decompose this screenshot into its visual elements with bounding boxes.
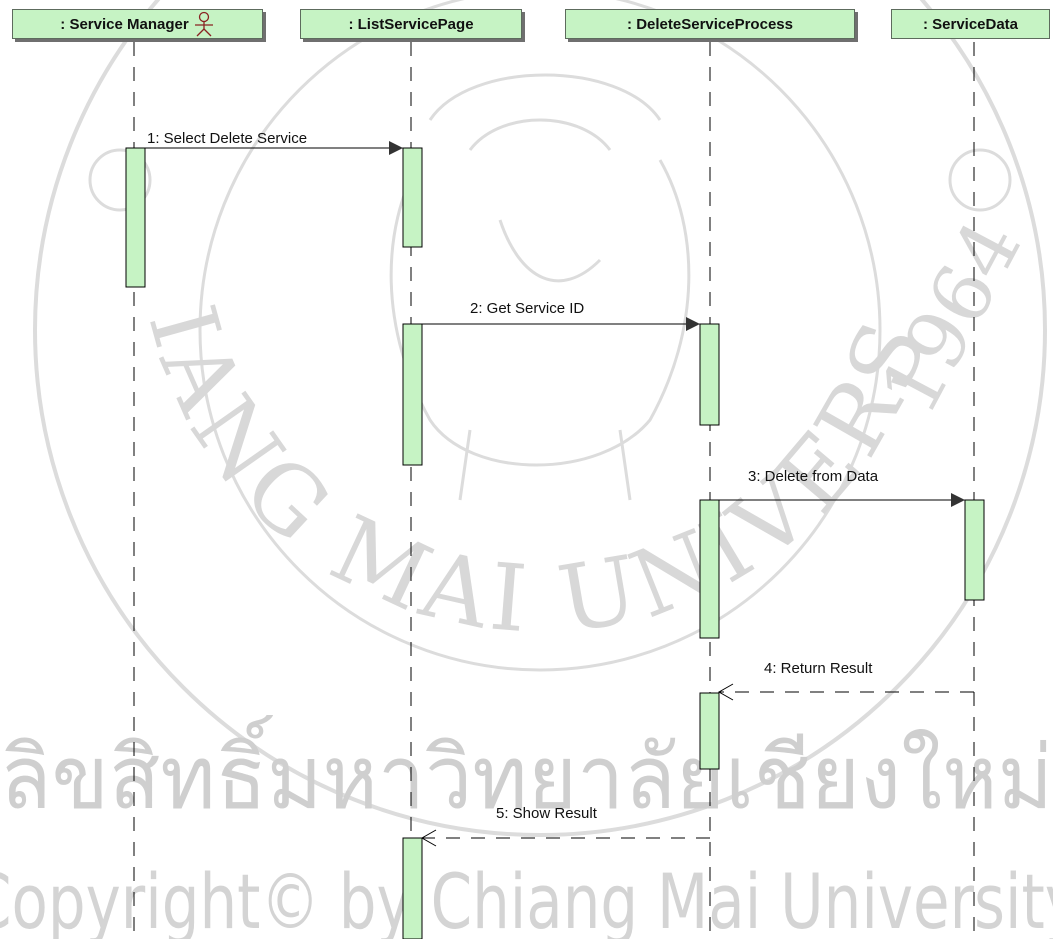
lifeline-header-service-manager: : Service Manager <box>12 9 263 39</box>
message-2-arrowhead <box>686 317 700 331</box>
watermark-thai-line: ลิขสิทธิ์มหาวิทยาลัยเชียงใหม่ <box>0 715 1053 829</box>
lifeline-label-service-manager: : Service Manager <box>60 15 189 33</box>
lifeline-label-service-data: : ServiceData <box>922 15 1019 33</box>
lifeline-header-delete-service-process: : DeleteServiceProcess <box>565 9 855 39</box>
message-5-arrowhead <box>420 829 437 847</box>
activation-service-data <box>964 499 985 601</box>
message-1-label: 1: Select Delete Service <box>147 130 307 147</box>
lifeline-header-service-data: : ServiceData <box>891 9 1050 39</box>
activation-service-manager <box>125 147 146 288</box>
watermark-copyright-line: Copyright© by Chiang Mai University <box>0 857 1053 939</box>
activation-list-service-page-3 <box>402 837 423 939</box>
message-1: 1: Select Delete Service <box>145 130 403 155</box>
message-4: 4: Return Result <box>717 660 974 701</box>
watermark-seal <box>33 0 1047 837</box>
actor-icon <box>194 11 213 37</box>
message-5: 5: Show Result <box>420 805 710 847</box>
message-2: 2: Get Service ID <box>422 300 700 331</box>
lifeline-label-list-service-page: : ListServicePage <box>348 15 474 33</box>
activation-list-service-page-1 <box>402 147 423 248</box>
activation-delete-service-process-3 <box>699 692 720 770</box>
message-5-label: 5: Show Result <box>496 805 598 822</box>
activation-list-service-page-2 <box>402 323 423 466</box>
lifeline-header-list-service-page: : ListServicePage <box>300 9 522 39</box>
message-4-arrowhead <box>717 683 734 701</box>
message-4-label: 4: Return Result <box>764 660 873 677</box>
activation-delete-service-process-2 <box>699 499 720 639</box>
message-1-arrowhead <box>389 141 403 155</box>
activation-delete-service-process-1 <box>699 323 720 426</box>
message-2-label: 2: Get Service ID <box>470 300 584 317</box>
activation-bars <box>125 147 985 939</box>
message-3-label: 3: Delete from Data <box>748 468 879 485</box>
message-3-arrowhead <box>951 493 965 507</box>
lifeline-label-delete-service-process: : DeleteServiceProcess <box>627 15 793 33</box>
message-3: 3: Delete from Data <box>719 468 965 507</box>
